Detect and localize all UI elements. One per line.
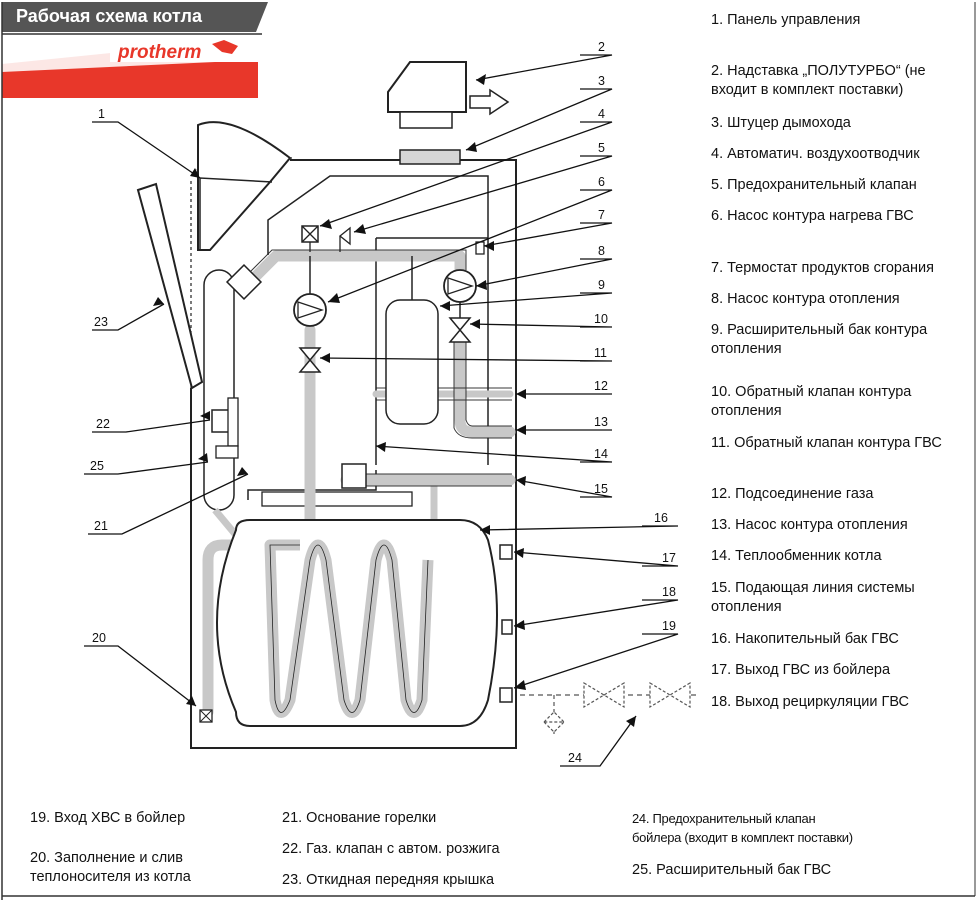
callout-11: 11 <box>594 346 607 360</box>
pipe-filling-drain <box>202 539 268 718</box>
legend-item-25: 25. Расширительный бак ГВС <box>632 862 832 878</box>
callout-1: 1 <box>98 107 105 121</box>
legend-item-9: 9. Расширительный бак контура отопления <box>711 322 928 357</box>
legend-item-6: 6. Насос контура нагрева ГВС <box>711 208 914 224</box>
callout-2: 2 <box>598 40 605 54</box>
dhw-pump-icon <box>293 256 327 327</box>
gas-valve-body <box>227 397 239 447</box>
legend-item-11: 11. Обратный клапан контура ГВС <box>711 435 942 451</box>
legend-item-1: 1. Панель управления <box>711 12 861 28</box>
boiler-safety-valve-group <box>520 681 700 735</box>
pipe-top-manifold <box>244 250 466 288</box>
dhw-check-valve-icon <box>298 347 322 373</box>
safety-valve-icon <box>338 226 351 252</box>
exhaust-arrow-icon <box>469 88 510 116</box>
burner-tray <box>261 491 413 507</box>
legend-item-14: 14. Теплообменник котла <box>711 548 882 564</box>
legend-item-3: 3. Штуцер дымохода <box>711 115 851 131</box>
title-bar <box>2 2 268 32</box>
semi-turbo-hood <box>387 61 467 113</box>
callout-22: 22 <box>96 417 110 431</box>
safety-drain-valve-icon <box>542 711 566 733</box>
legend-item-5: 5. Предохранительный клапан <box>711 177 917 193</box>
callout-13: 13 <box>594 415 608 429</box>
heat-exchanger-frame <box>267 175 489 465</box>
callout-4: 4 <box>598 107 605 121</box>
front-cover <box>136 182 204 390</box>
header: Рабочая схема котла protherm <box>2 2 268 98</box>
callout-15: 15 <box>594 482 608 496</box>
drain-cock-cross <box>199 709 213 723</box>
legend-item-8: 8. Насос контура отопления <box>711 291 900 307</box>
legend-item-17: 17. Выход ГВС из бойлера <box>711 662 891 678</box>
callout-19: 19 <box>662 619 676 633</box>
safety-valve-icon-a <box>583 681 625 709</box>
callout-9: 9 <box>598 278 605 292</box>
callout-20: 20 <box>92 631 106 645</box>
brand-logo-mark <box>212 40 238 54</box>
callout-16: 16 <box>654 511 668 525</box>
callout-21: 21 <box>94 519 108 533</box>
pipe-return-edge <box>453 340 512 439</box>
callout-14: 14 <box>594 447 608 461</box>
callout-leaders <box>84 54 679 767</box>
legend-item-24: 24. Предохранительный клапан бойлера (вх… <box>632 811 853 845</box>
callout-5: 5 <box>598 141 605 155</box>
flue-nozzle <box>399 149 461 165</box>
callout-25: 25 <box>90 459 104 473</box>
manifold-elbow <box>225 263 263 301</box>
page-title: Рабочая схема котла <box>16 6 203 26</box>
legend-item-7: 7. Термостат продуктов сгорания <box>711 260 934 276</box>
air-vent <box>301 225 319 252</box>
legend-item-13: 13. Насос контура отопления <box>711 517 908 533</box>
control-panel <box>197 121 292 251</box>
legend-item-2: 2. Надставка „ПОЛУТУРБО“ (не входит в ко… <box>711 63 926 98</box>
legend-item-16: 16. Накопительный бак ГВС <box>711 631 899 647</box>
heating-expansion-tank <box>385 299 439 425</box>
callout-6: 6 <box>598 175 605 189</box>
supply-junction <box>341 463 367 489</box>
dhw-outlet-fitting <box>499 544 513 560</box>
legend-item-22: 22. Газ. клапан с автом. розжига <box>282 841 500 857</box>
legend-item-18: 18. Выход рециркуляции ГВС <box>711 694 909 710</box>
safety-valve-icon-b <box>649 681 691 709</box>
callout-24: 24 <box>568 751 582 765</box>
recirculation-fitting <box>501 619 513 635</box>
heating-pump-triangle <box>447 277 475 295</box>
callout-10: 10 <box>594 312 608 326</box>
dhw-pump-body <box>293 293 327 327</box>
callout-23: 23 <box>94 315 108 329</box>
callout-17: 17 <box>662 551 676 565</box>
callout-3: 3 <box>598 74 605 88</box>
pipe-heating-return <box>454 334 516 438</box>
legend-item-23: 23. Откидная передняя крышка <box>282 872 495 888</box>
pipe-supply-edge <box>346 473 512 487</box>
legend-item-21: 21. Основание горелки <box>282 810 437 826</box>
legend-item-15: 15. Подающая линия системы отопления <box>711 580 915 615</box>
dhw-heating-coil-edge <box>269 544 429 713</box>
legend-item-20: 20. Заполнение и слив теплоносителя из к… <box>30 850 191 885</box>
callout-7: 7 <box>598 208 605 222</box>
pipe-top-manifold-edge <box>243 249 467 279</box>
cold-water-inlet-fitting <box>499 687 513 703</box>
callout-arrowheads <box>153 74 636 727</box>
legend-item-10: 10. Обратный клапан контура отопления <box>711 384 912 419</box>
callout-18: 18 <box>662 585 676 599</box>
heating-check-valve-icon <box>448 317 472 343</box>
callout-12: 12 <box>594 379 608 393</box>
brand-band <box>2 60 258 98</box>
legend-item-19: 19. Вход ХВС в бойлер <box>30 810 186 826</box>
air-vent-cross <box>301 225 319 243</box>
dhw-pump-triangle <box>297 301 325 319</box>
heating-pump-icon <box>443 269 477 318</box>
callout-numbers: 1 2 3 4 5 6 7 8 9 10 11 12 13 14 15 16 1… <box>90 40 676 765</box>
semi-turbo-neck <box>399 111 453 129</box>
gas-valve-ignition <box>215 445 239 459</box>
callout-8: 8 <box>598 244 605 258</box>
legend-item-4: 4. Автоматич. воздухоотводчик <box>711 146 920 162</box>
dhw-expansion-tank <box>203 269 235 511</box>
brand-logo: protherm <box>117 42 202 63</box>
legend-item-12: 12. Подсоединение газа <box>711 486 874 502</box>
